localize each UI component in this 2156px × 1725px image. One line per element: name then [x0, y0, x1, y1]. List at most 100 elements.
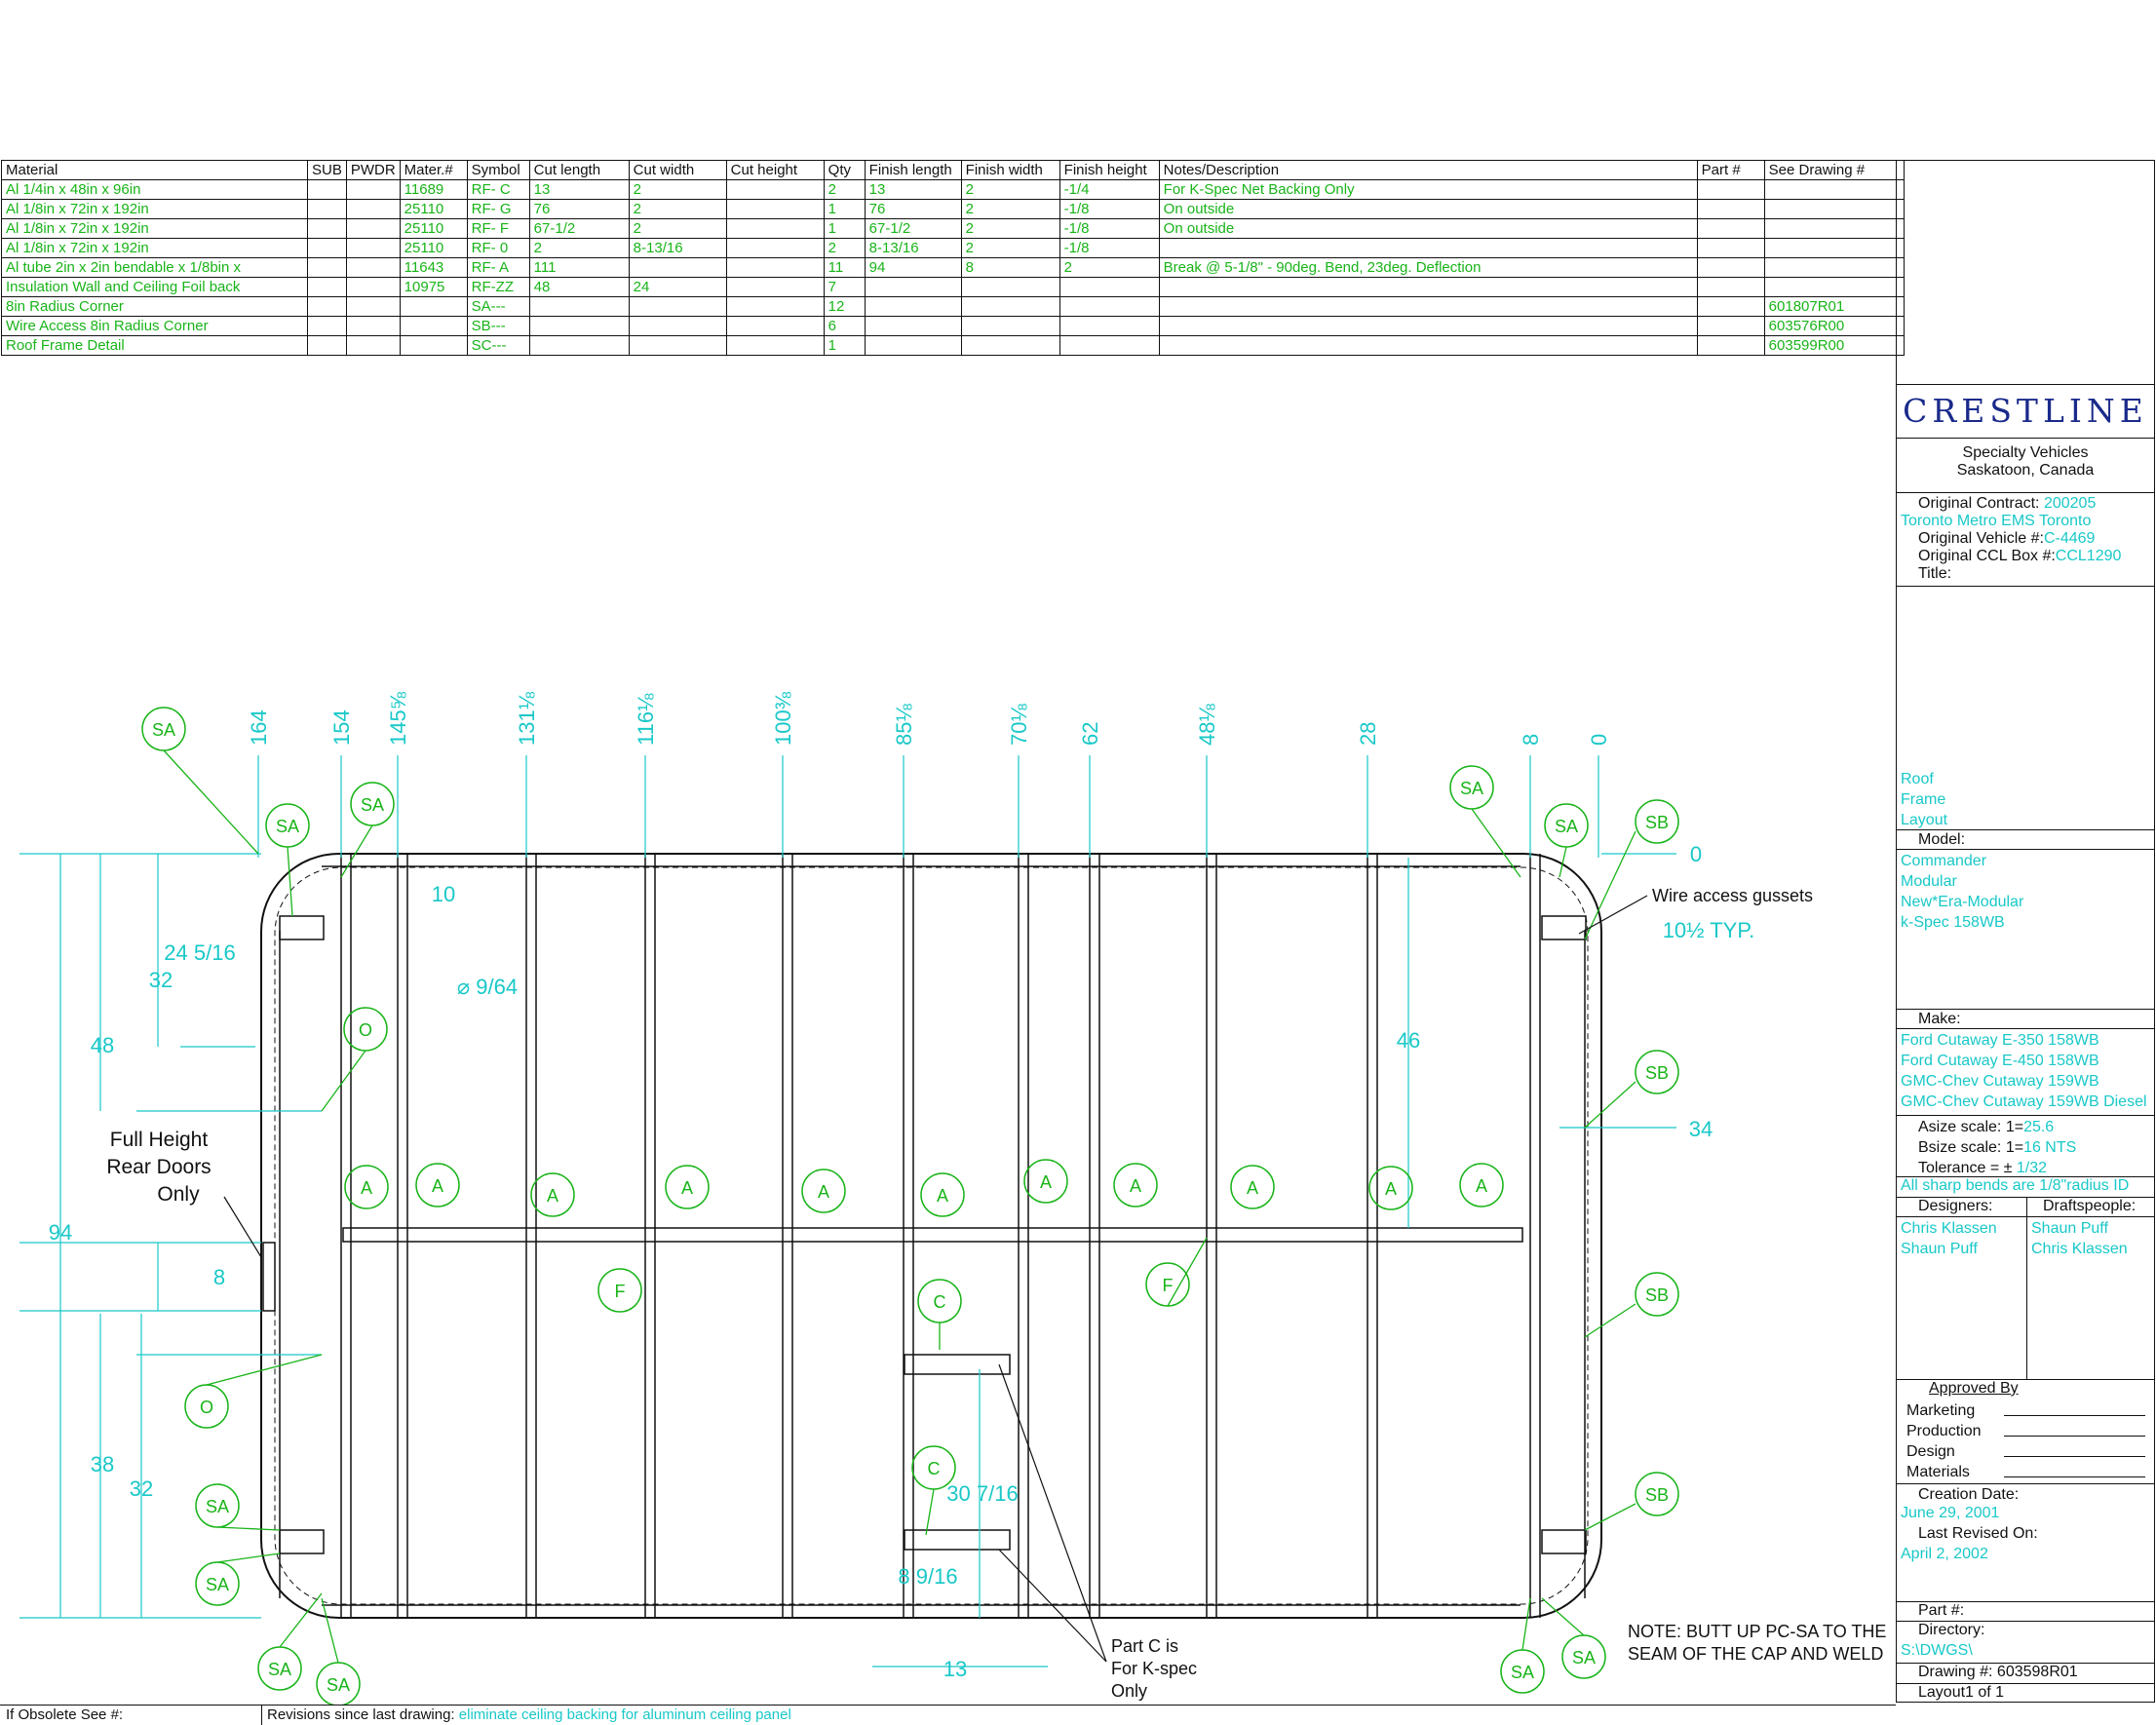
creation-value: June 29, 2001 [1901, 1505, 2000, 1521]
drawing-number: Drawing #: 603598R01 [1918, 1664, 2078, 1680]
bom-cell: 48 [528, 277, 630, 297]
callout-circle [801, 1169, 846, 1213]
bom-cell [960, 296, 1060, 317]
bom-cell [307, 296, 347, 317]
bom-cell: 2 [1059, 257, 1160, 278]
bom-cell: 6 [823, 316, 866, 336]
callout-label: SA [1572, 1648, 1596, 1668]
note-text: Rear Doors [106, 1156, 211, 1178]
info-section: Original Contract: 200205 Toronto Metro … [1897, 492, 2154, 1230]
title-line-3: Layout [1901, 812, 1948, 828]
callout-label: SA [361, 795, 384, 815]
part-label: Part #: [1918, 1602, 1965, 1619]
callout-circle [665, 1165, 710, 1209]
bom-cell [345, 179, 401, 200]
callout-leader [340, 824, 373, 878]
make-list: Ford Cutaway E-350 158WB Ford Cutaway E-… [1901, 1030, 2147, 1112]
bom-cell: 13 [528, 179, 630, 200]
callout-label: SB [1645, 813, 1669, 832]
callout-label: F [1163, 1276, 1174, 1295]
bom-cell [1158, 296, 1698, 317]
bom-cell: 2 [960, 238, 1060, 258]
top-dimension-label: 0 [1587, 734, 1611, 746]
bom-cell [725, 296, 825, 317]
bom-cell [345, 316, 401, 336]
approval-role: Production [1906, 1423, 1982, 1439]
bom-column-header: Cut length [528, 160, 630, 180]
bom-cell: RF-ZZ [466, 277, 530, 297]
callout-leader [1471, 808, 1521, 878]
bom-cell [1696, 277, 1765, 297]
bom-cell: RF- 0 [466, 238, 530, 258]
bom-cell [307, 257, 347, 278]
callout-leader [1167, 1237, 1208, 1307]
callout-label: A [937, 1186, 948, 1206]
bom-cell: Insulation Wall and Ceiling Foil back [1, 277, 308, 297]
bom-cell: 8-13/16 [628, 238, 727, 258]
title-block: CRESTLINE Specialty Vehicles Saskatoon, … [1896, 160, 2155, 1703]
bom-column-header: Finish length [864, 160, 962, 180]
top-dimension-label: 62 [1078, 722, 1102, 746]
designers-list: Chris Klassen Shaun Puff [1901, 1218, 1997, 1259]
callout-leader [1521, 1597, 1531, 1651]
right-dimension-label: 34 [1689, 1117, 1713, 1141]
bom-cell: -1/8 [1059, 238, 1160, 258]
bom-cell: 11643 [399, 257, 468, 278]
callout-label: A [547, 1186, 558, 1206]
note-leader [998, 1549, 1107, 1663]
callout-label: O [359, 1020, 372, 1040]
drawing-title: Roof Frame Layout [1901, 769, 1947, 830]
bom-cell [1158, 277, 1698, 297]
approval-signature-line [2004, 1462, 2145, 1477]
title-label: Title: [1918, 565, 1952, 582]
callout-circle [597, 1268, 642, 1313]
bom-cell [628, 335, 727, 356]
bom-cell: 25110 [399, 218, 468, 239]
bom-cell: 8in Radius Corner [1, 296, 308, 317]
callout-circle [1023, 1159, 1068, 1204]
bom-cell [345, 296, 401, 317]
directory-label: Directory: [1918, 1622, 1985, 1638]
bom-cell [725, 238, 825, 258]
bom-cell: Al 1/8in x 72in x 192in [1, 199, 308, 219]
callout-circle [1230, 1165, 1275, 1209]
bom-cell [1763, 199, 1905, 219]
note-text: Full Height [110, 1129, 209, 1151]
callout-circle [1113, 1163, 1158, 1208]
callout-leader [279, 1592, 323, 1648]
left-dimension-label: 24 5/16 [164, 940, 235, 965]
bom-cell: 10975 [399, 277, 468, 297]
left-dimension-label: 32 [130, 1476, 153, 1501]
model-label: Model: [1918, 831, 1966, 848]
bom-cell: 2 [960, 218, 1060, 239]
callout-circle [1635, 1272, 1679, 1317]
bom-cell: 11 [823, 257, 866, 278]
callout-label: A [1476, 1176, 1487, 1196]
callout-label: SA [268, 1660, 291, 1679]
bom-cell [1763, 238, 1905, 258]
bom-cell: -1/8 [1059, 199, 1160, 219]
small-dimension-label: ⌀ 9/64 [457, 975, 518, 999]
bom-column-header: Cut height [725, 160, 825, 180]
logo-section: CRESTLINE [1897, 384, 2154, 439]
bom-cell [725, 335, 825, 356]
approved-label: Approved By [1929, 1380, 2019, 1397]
bom-column-header: Cut width [628, 160, 727, 180]
left-dimension-label: 38 [91, 1452, 114, 1476]
bom-cell [1059, 335, 1160, 356]
model-line: New*Era-Modular [1901, 894, 2024, 910]
box-label: Original CCL Box #: [1918, 548, 2056, 564]
bom-cell: Wire Access 8in Radius Corner [1, 316, 308, 336]
bom-cell: RF- A [466, 257, 530, 278]
layout-label: Layout1 of 1 [1918, 1684, 2005, 1701]
bom-cell: 8-13/16 [864, 238, 962, 258]
callout-label: SB [1645, 1285, 1669, 1305]
callout-leader [321, 1050, 366, 1112]
callout-label: SA [276, 817, 299, 836]
tolerance-value: 1/32 [2016, 1160, 2047, 1176]
callout-label: A [1247, 1178, 1258, 1198]
vehicle-value: C-4469 [2043, 530, 2096, 547]
callout-label: SA [327, 1675, 350, 1695]
